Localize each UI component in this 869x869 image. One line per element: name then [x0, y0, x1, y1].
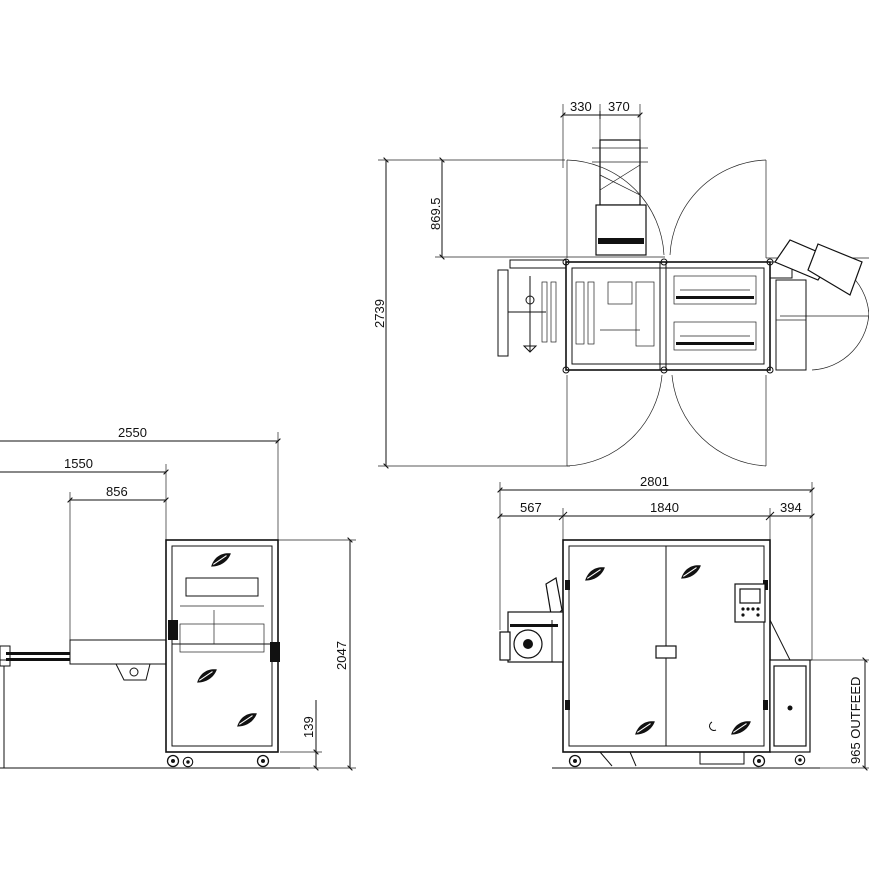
dim-label-330: 330 [570, 99, 592, 114]
door-swing-arcs [566, 159, 869, 467]
dim-label-869-5: 869.5 [428, 197, 443, 230]
caster-wheel-icon [166, 754, 180, 768]
leaf-logo-icon [730, 720, 752, 736]
dim-label-1840: 1840 [650, 500, 679, 515]
caster-wheel-icon [794, 754, 806, 766]
leaf-logo-icon [210, 552, 232, 568]
film-tower [592, 139, 648, 256]
front-view: 2801 567 1840 394 965 OUTFEED [497, 474, 869, 771]
dim-2801: 2801 [497, 474, 815, 660]
side-view: 2550 1550 856 2047 139 [0, 425, 356, 771]
leaf-logo-icon [634, 720, 656, 736]
caster-wheel-icon [752, 754, 766, 768]
top-view: 330 370 869.5 2739 [372, 99, 869, 469]
dim-label-2801: 2801 [640, 474, 669, 489]
control-panel-icon [734, 583, 766, 623]
dim-856: 856 [67, 484, 169, 640]
dim-2550: 2550 [0, 425, 281, 540]
dim-label-1550: 1550 [64, 456, 93, 471]
dim-869-5: 869.5 [378, 157, 665, 260]
dim-139: 139 [280, 700, 322, 771]
dim-label-139: 139 [301, 716, 316, 738]
leaf-logo-icon [680, 564, 702, 580]
outfeed-unit [769, 619, 812, 766]
dim-label-2550: 2550 [118, 425, 147, 440]
front-cabinet [562, 539, 771, 768]
leaf-logo-icon [196, 668, 218, 684]
caster-wheel-icon [182, 756, 194, 768]
machine-body-plan [497, 239, 863, 374]
dim-330-370: 330 370 [560, 99, 643, 168]
dim-label-2739: 2739 [372, 299, 387, 328]
side-cabinet [165, 539, 280, 768]
dim-2739: 2739 [372, 157, 570, 469]
dim-567-1840-394: 567 1840 394 [497, 500, 815, 540]
dim-label-856: 856 [106, 484, 128, 499]
dim-965-outfeed: 965 OUTFEED [800, 657, 869, 771]
caster-wheel-icon [568, 754, 582, 768]
dim-label-370: 370 [608, 99, 630, 114]
dim-2047: 2047 [278, 537, 356, 771]
dim-label-2047: 2047 [334, 641, 349, 670]
dim-1550: 1550 [0, 456, 169, 540]
leaf-logo-icon [236, 712, 258, 728]
infeed-conveyor [0, 639, 167, 768]
dim-label-394: 394 [780, 500, 802, 515]
leaf-logo-icon [584, 566, 606, 582]
dim-label-567: 567 [520, 500, 542, 515]
dim-label-965-outfeed: 965 OUTFEED [848, 677, 863, 764]
caster-wheel-icon [256, 754, 270, 768]
film-reel-icon [499, 577, 564, 663]
